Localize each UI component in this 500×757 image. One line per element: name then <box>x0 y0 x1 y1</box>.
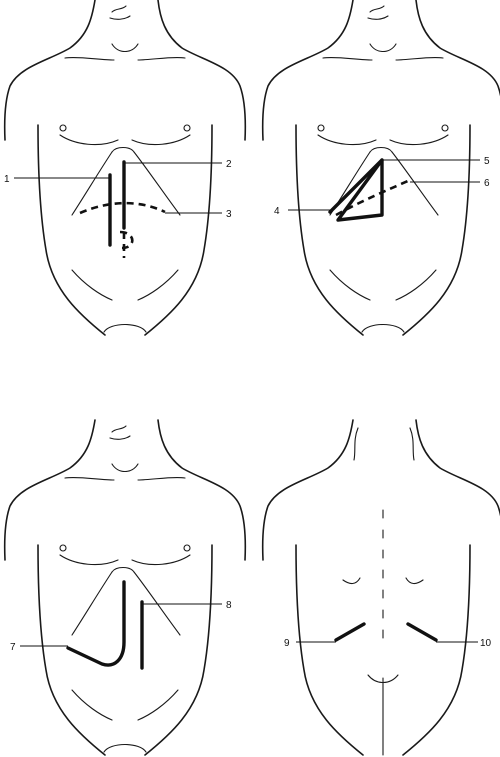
incision-right-flank <box>408 624 436 640</box>
label-1: 1 <box>4 174 10 185</box>
incision-oblique <box>336 180 410 215</box>
label-6: 6 <box>484 178 490 189</box>
label-9: 9 <box>284 638 290 649</box>
panel-back: 9 10 <box>263 420 500 755</box>
label-7: 7 <box>10 642 16 653</box>
label-2: 2 <box>226 159 232 170</box>
label-3: 3 <box>226 209 232 220</box>
incision-j-shaped <box>68 582 124 665</box>
label-8: 8 <box>226 600 232 611</box>
panel-front-3: 7 8 <box>5 420 246 755</box>
incision-left-flank <box>336 624 364 640</box>
label-10: 10 <box>480 638 492 649</box>
panel-front-1: 1 2 3 <box>4 0 245 335</box>
panel-front-2: 4 5 6 <box>263 0 500 335</box>
label-4: 4 <box>274 206 280 217</box>
label-5: 5 <box>484 156 490 167</box>
back-outline <box>263 420 500 755</box>
